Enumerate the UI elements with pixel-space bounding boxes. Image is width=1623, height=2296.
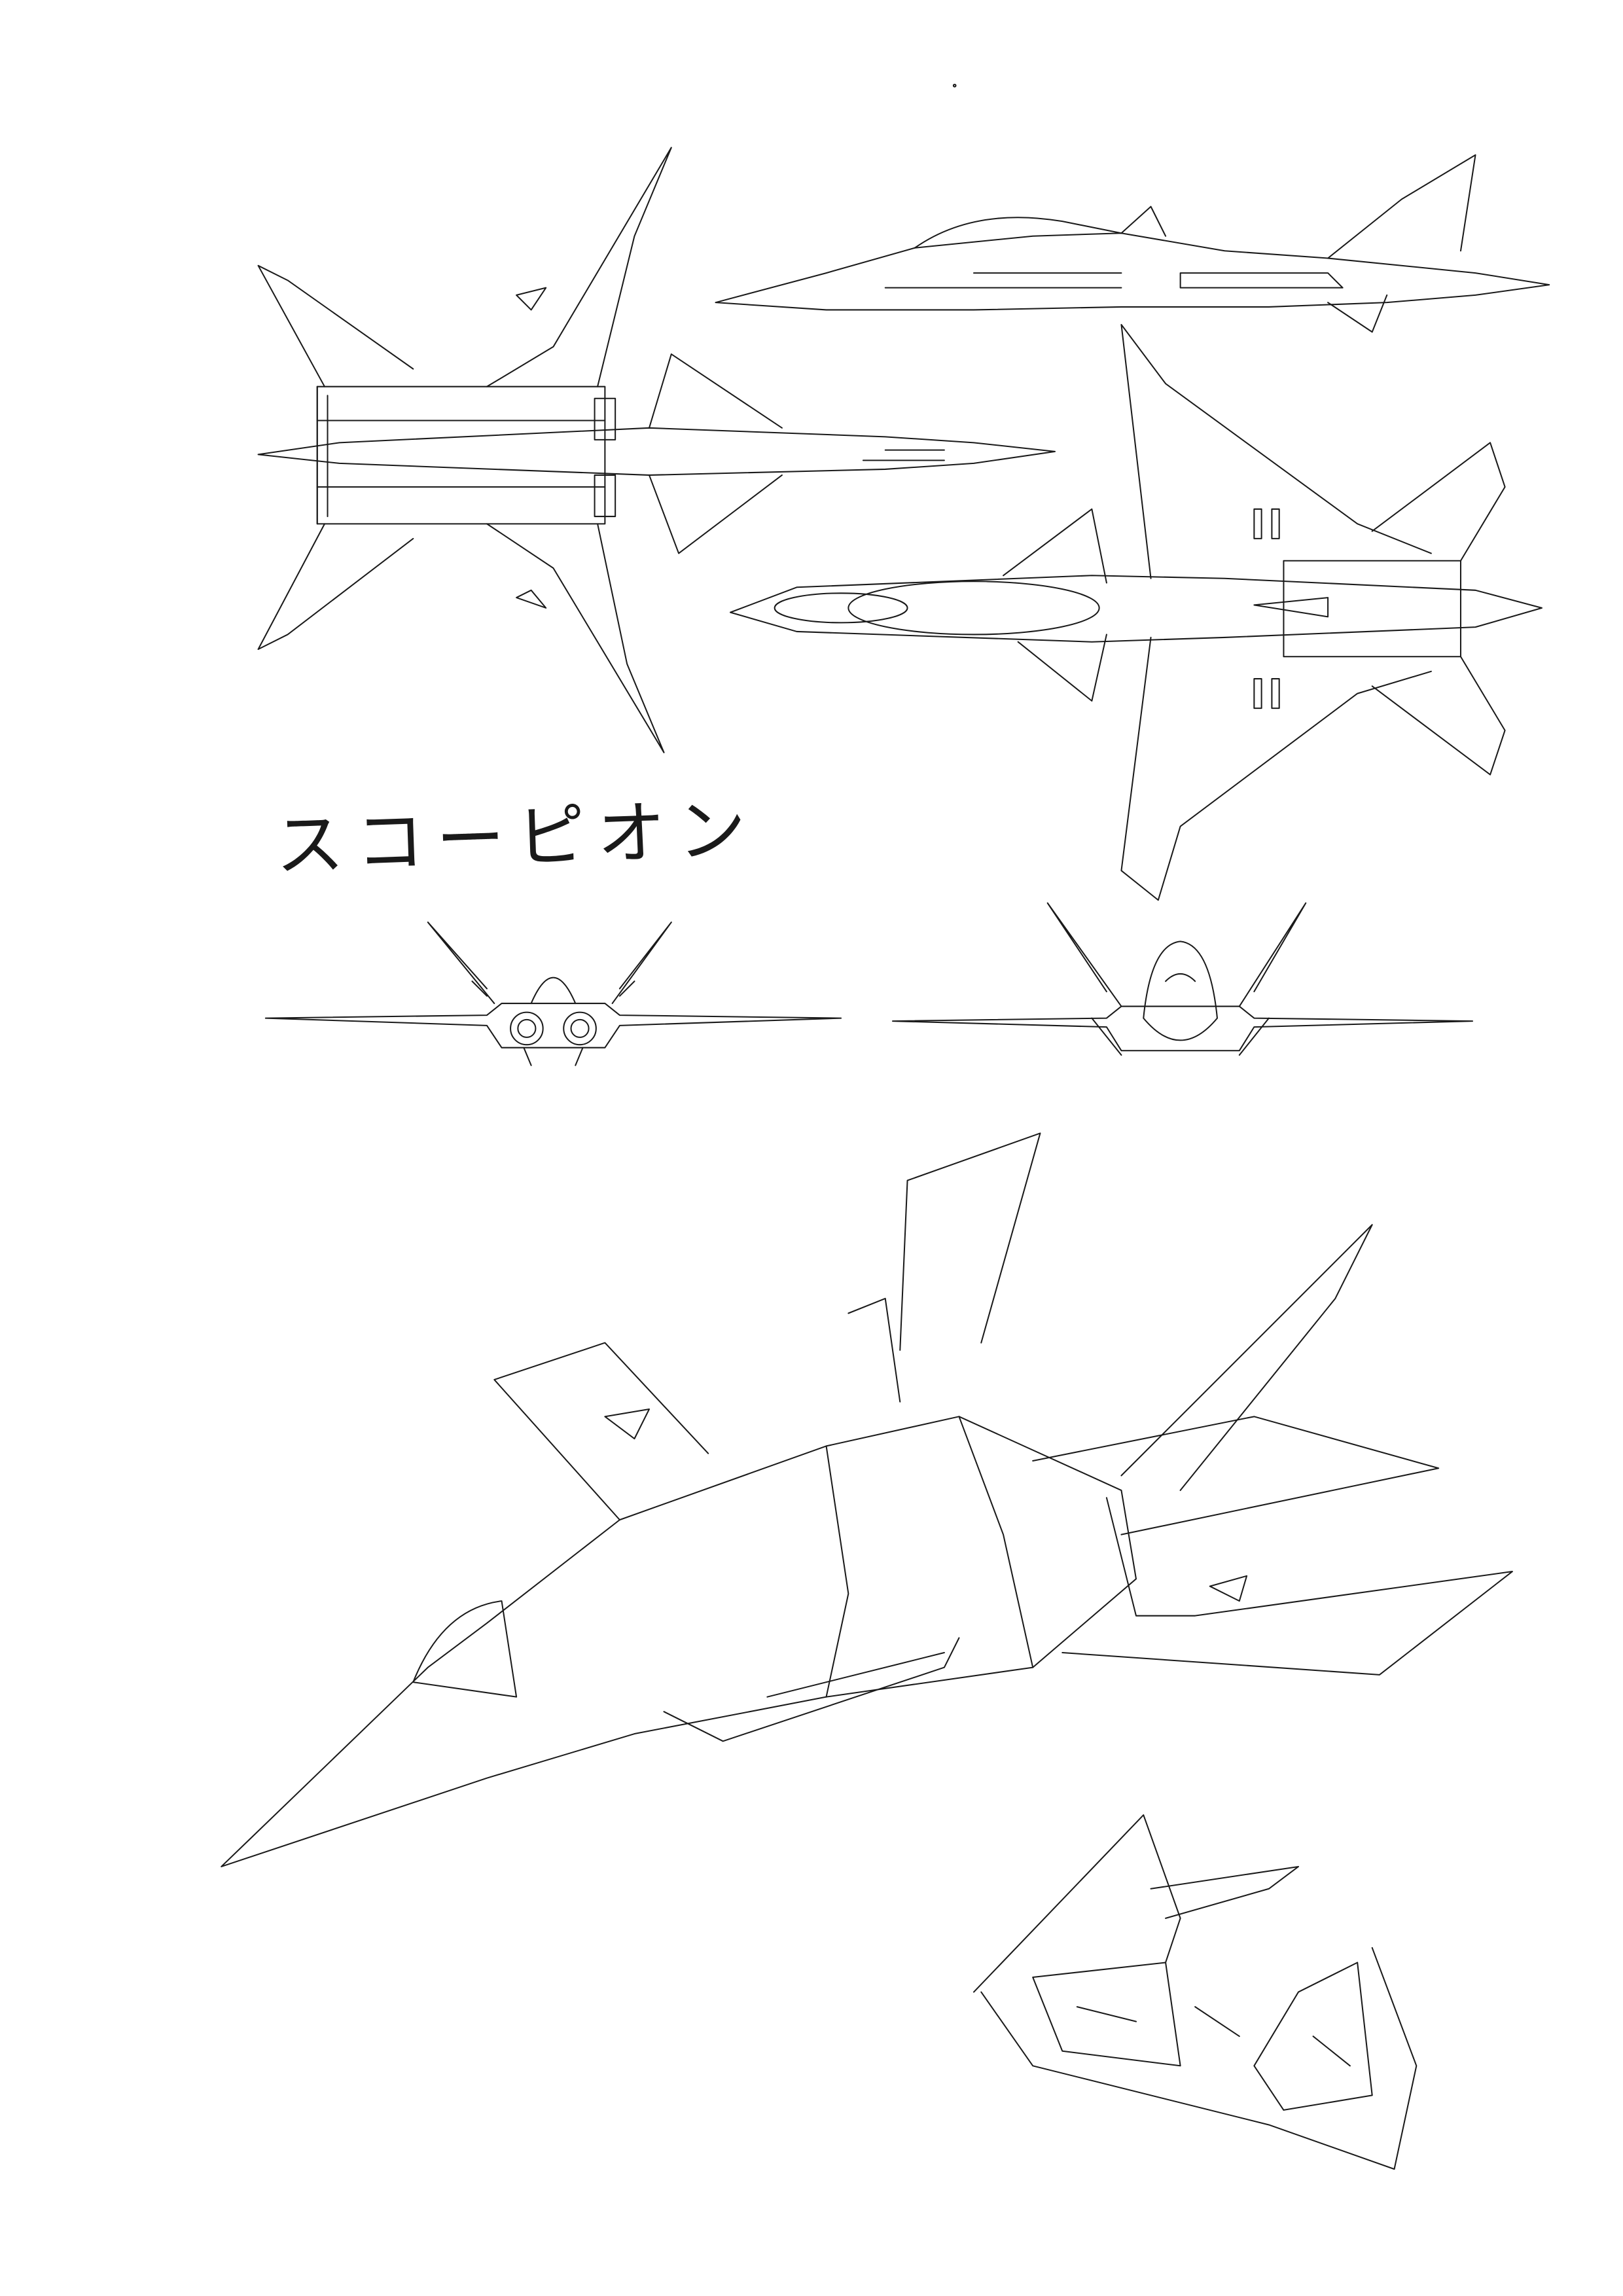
perspective-view-aircraft [221, 1132, 1513, 1867]
side-view-aircraft [715, 154, 1550, 333]
front-view-aircraft [891, 902, 1474, 1056]
top-view-aircraft [257, 147, 1056, 753]
cockpit-detail [972, 1814, 1418, 2170]
rear-view-aircraft [264, 922, 842, 1066]
aircraft-name-handwritten: スコーピオン [274, 789, 760, 886]
bottom-view-aircraft [729, 323, 1543, 901]
stray-dot [952, 83, 957, 88]
